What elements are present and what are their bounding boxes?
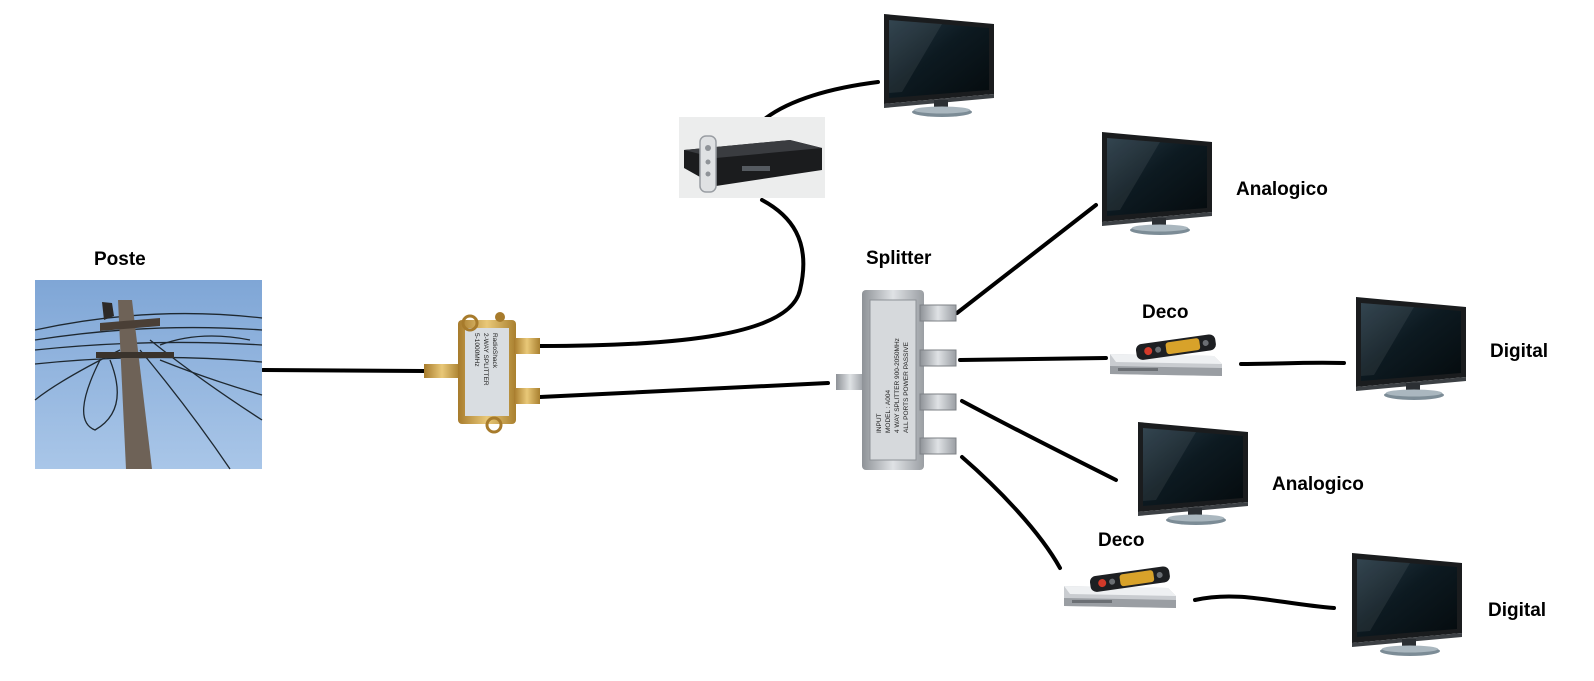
cable-pole-to-small-splitter [261,368,426,373]
pole-label: Poste [94,249,146,270]
splitter-passive-text: ALL PORTS POWER PASSIVE [903,341,910,433]
splitter-model-text: MODEL : A004 [885,390,892,433]
cable-settop-to-tv [764,80,880,120]
tv-analog-2 [1138,422,1248,525]
tv-digital-2 [1352,553,1462,656]
digital-tv-2-label: Digital [1488,600,1546,621]
set-top-box [679,117,825,198]
cable-small-splitter-to-settop [538,198,806,348]
small-splitter-text-1: 2-WAY SPLITTER [482,333,489,386]
tv-analog-1 [1102,132,1212,235]
cable-splitter-to-decoder-1 [958,356,1108,362]
decoder-1-label: Deco [1142,302,1188,323]
splitter-label: Splitter [866,248,932,269]
two-way-splitter: RadioShack 2-WAY SPLITTER 5-1000MHz [424,312,540,434]
tv-digital-1 [1356,297,1466,400]
digital-tv-1-label: Digital [1490,341,1548,362]
four-way-splitter: INPUT MODEL : A004 4 WAY SPLITTER 900-20… [836,290,957,470]
cable-splitter-to-analog-tv-2 [960,399,1118,482]
cable-decoder-2-to-digital-tv-2 [1193,594,1336,610]
analog-tv-2-label: Analogico [1272,474,1364,495]
decoder-1 [1110,333,1222,376]
splitter-spec-text: 4 WAY SPLITTER 900-2050MHz [894,338,901,433]
cable-small-splitter-to-splitter [538,381,830,399]
cable-decoder-1-to-digital-tv-1 [1239,360,1346,366]
cables [261,80,1346,610]
cable-splitter-to-analog-tv-1 [955,203,1098,315]
analog-tv-1-label: Analogico [1236,179,1328,200]
decoder-2-label: Deco [1098,530,1144,551]
decoder-2 [1064,565,1176,608]
splitter-input-text: INPUT [876,413,883,433]
small-splitter-brand: RadioShack [491,333,498,369]
utility-pole-photo [34,280,263,470]
cable-splitter-to-decoder-2 [960,455,1062,570]
tv-set-top [884,14,994,117]
small-splitter-text-2: 5-1000MHz [473,333,480,367]
